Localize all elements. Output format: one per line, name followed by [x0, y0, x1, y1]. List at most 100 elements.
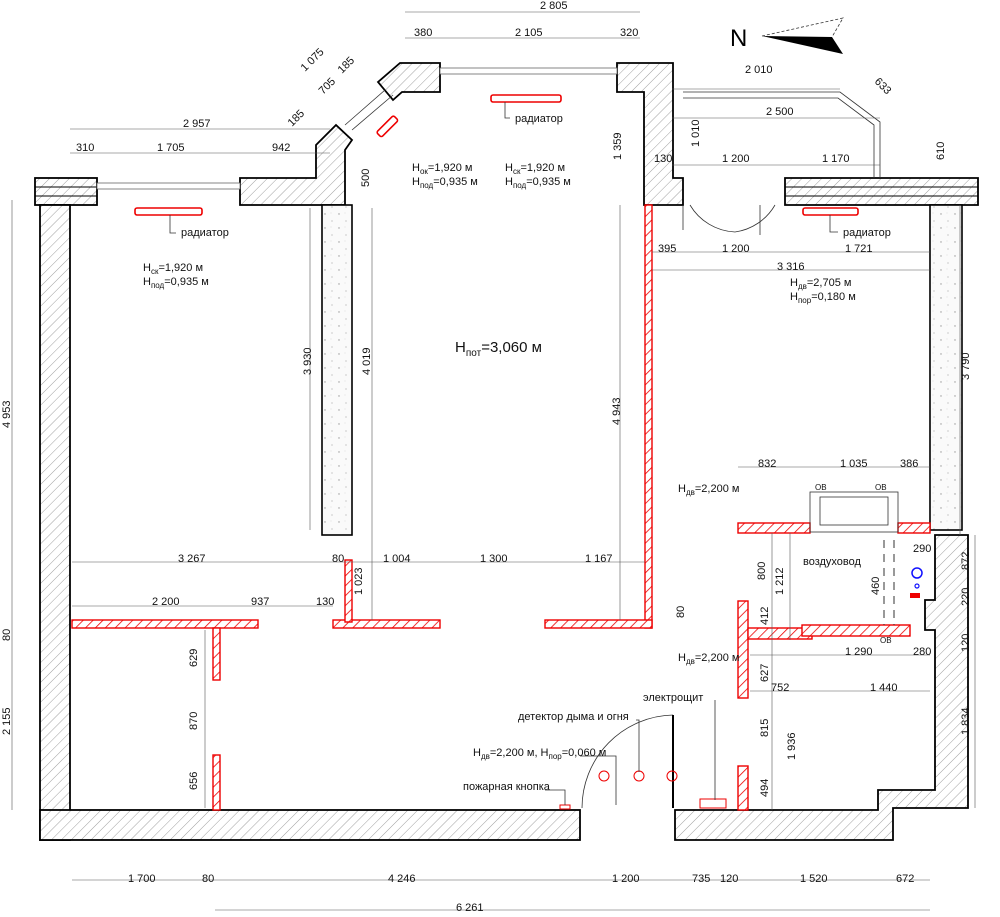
north-arrow: N	[730, 17, 844, 54]
dim-label: 120	[960, 634, 972, 652]
dim-label: 386	[900, 458, 918, 470]
dim-label: 185	[286, 108, 307, 129]
dim-label: 290	[913, 543, 931, 555]
dim-label: 185	[336, 55, 357, 76]
pipe-icon	[914, 583, 920, 589]
dim-label: 1 075	[299, 46, 327, 74]
dim-label: 2 155	[1, 707, 13, 735]
column-mid	[321, 204, 353, 536]
dim-label: 815	[759, 719, 771, 737]
dim-label: 1 200	[722, 243, 750, 255]
dim-label: 380	[414, 27, 432, 39]
electrical-panel-icon	[699, 798, 727, 809]
dim-label: 629	[188, 649, 200, 667]
vent-label: ОВ	[875, 483, 887, 492]
dim-label: 1 200	[722, 153, 750, 165]
dim-label: 80	[1, 629, 13, 641]
dim-label: 752	[771, 682, 789, 694]
smoke-detector-icon	[598, 770, 610, 782]
dim-label: 1 440	[870, 682, 898, 694]
dim-label: 1 520	[800, 873, 828, 885]
dim-label: 1 721	[845, 243, 873, 255]
dimension-labels: 2 805 380 2 105 320 1 075 705 185 185 2 …	[1, 0, 972, 914]
radiators	[134, 94, 859, 216]
dim-label: 3 316	[777, 261, 805, 273]
dim-label: 1 023	[353, 567, 365, 595]
windows	[96, 67, 881, 235]
dim-label: 1 170	[822, 153, 850, 165]
radiator-label: радиатор	[515, 113, 563, 125]
dim-label: 1 035	[840, 458, 868, 470]
dim-label: 832	[758, 458, 776, 470]
dim-label: 2 200	[152, 596, 180, 608]
north-arrow-icon	[762, 36, 843, 54]
smoke-detector-icon	[666, 770, 678, 782]
dim-label: 1 212	[774, 567, 786, 595]
dim-label: 4 246	[388, 873, 416, 885]
dim-label: 3 930	[302, 347, 314, 375]
smoke-detector-icon	[633, 770, 645, 782]
radiator-top	[490, 94, 562, 103]
dim-label: 280	[913, 646, 931, 658]
dim-label: 120	[720, 873, 738, 885]
height-label: Hдв=2,200 м, Hпор=0,060 м	[473, 747, 606, 761]
height-label: Hок=1,920 м	[412, 162, 472, 176]
dim-label: 610	[935, 142, 947, 160]
dim-label: 80	[675, 606, 687, 618]
annotations: радиатор радиатор радиатор воздуховод эл…	[143, 102, 891, 805]
dim-label: 3 790	[960, 352, 972, 380]
dim-label: 3 267	[178, 553, 206, 565]
wall-top-bay-left	[239, 123, 354, 206]
vent-label: ОВ	[880, 636, 892, 645]
dim-label: 870	[188, 712, 200, 730]
dim-label: 500	[360, 169, 372, 187]
dim-label: 2 957	[183, 118, 211, 130]
dim-label: 2 010	[745, 64, 773, 76]
height-label: Hпод=0,935 м	[505, 176, 571, 190]
dim-label: 942	[272, 142, 290, 154]
dim-label: 80	[332, 553, 344, 565]
dim-label: 2 805	[540, 0, 568, 12]
smoke-detector-label: детектор дыма и огня	[518, 711, 629, 723]
dim-label: 672	[896, 873, 914, 885]
height-label: Hск=1,920 м	[505, 162, 565, 176]
wall-bottom-left	[39, 809, 581, 841]
duct-label: воздуховод	[803, 556, 862, 568]
wall-top-right	[616, 62, 684, 206]
dim-label: 412	[759, 607, 771, 625]
wall-top-bay-mid	[376, 62, 441, 102]
height-label: Hдв=2,200 м	[678, 652, 739, 666]
dim-label: 130	[654, 153, 672, 165]
height-label: Hпод=0,935 м	[412, 176, 478, 190]
radiator-balcony	[802, 207, 859, 216]
wall-right	[674, 534, 969, 841]
dim-label: 1 700	[128, 873, 156, 885]
dim-label: 310	[76, 142, 94, 154]
dim-label: 937	[251, 596, 269, 608]
wall-top-balcony	[784, 177, 979, 206]
entry-door	[559, 714, 727, 810]
fire-button-icon	[559, 804, 571, 810]
pipe-icon	[911, 567, 923, 579]
dim-label: 1 290	[845, 646, 873, 658]
height-label: Hск=1,920 м	[143, 262, 203, 276]
dim-label: 656	[188, 772, 200, 790]
dim-label: 1 167	[585, 553, 613, 565]
dim-label: 735	[692, 873, 710, 885]
dim-label: 460	[870, 577, 882, 595]
north-label: N	[730, 25, 747, 52]
dim-label: 4 019	[361, 347, 373, 375]
dim-label: 800	[756, 562, 768, 580]
dim-label: 220	[960, 588, 972, 606]
ventilation-shaft: ОВ ОВ ОВ	[809, 483, 923, 645]
column-right	[929, 204, 963, 531]
dim-label: 705	[317, 76, 338, 97]
dim-label: 80	[202, 873, 214, 885]
dim-label: 2 105	[515, 27, 543, 39]
fire-button-label: пожарная кнопка	[463, 781, 551, 793]
dim-label: 627	[759, 664, 771, 682]
dim-label: 130	[316, 596, 334, 608]
height-label: Hпод=0,935 м	[143, 276, 209, 290]
height-label: Hпор=0,180 м	[790, 291, 856, 305]
